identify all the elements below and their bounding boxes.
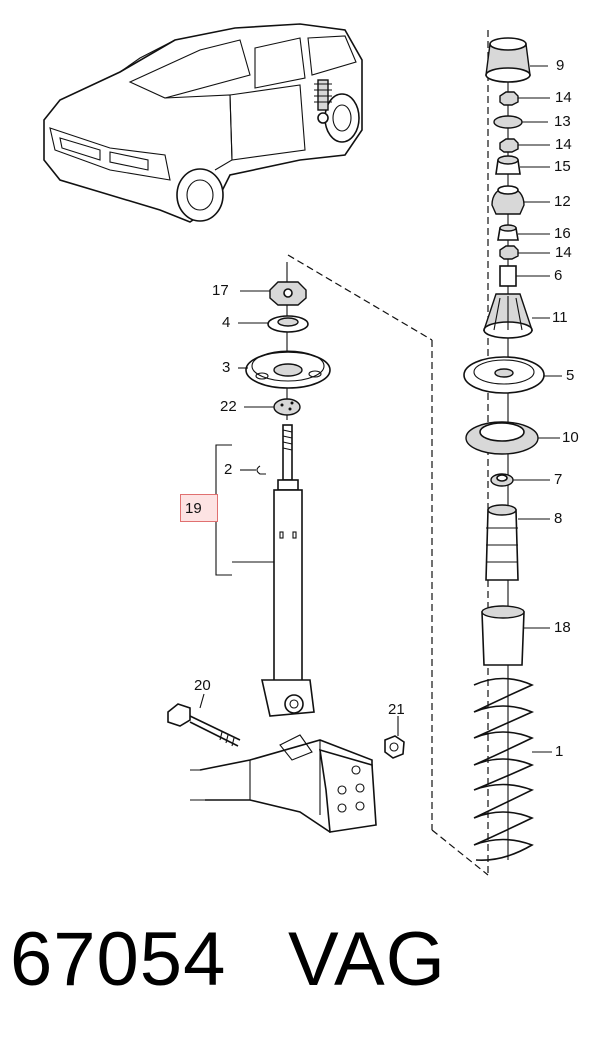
exploded-parts-diagram <box>43 23 562 876</box>
callout-8: 8 <box>554 510 563 527</box>
brand-name: VAG <box>288 917 446 1002</box>
callout-6: 6 <box>554 267 563 284</box>
callout-5: 5 <box>566 367 575 384</box>
callout-16: 16 <box>554 225 571 242</box>
callout-9: 9 <box>556 57 565 74</box>
nut-21 <box>384 716 405 759</box>
callout-11: 11 <box>552 309 568 326</box>
spring-assembly <box>463 37 545 862</box>
callout-7: 7 <box>554 471 563 488</box>
callout-14: 14 <box>555 244 572 261</box>
callout-4: 4 <box>222 314 231 331</box>
callout-22: 22 <box>220 398 237 415</box>
callout-3: 3 <box>222 359 231 376</box>
shock-absorber-assembly <box>215 262 331 717</box>
rear-axle-beam <box>190 734 377 833</box>
callout-14: 14 <box>555 136 572 153</box>
callout-15: 15 <box>554 158 571 175</box>
callout-12: 12 <box>554 193 571 210</box>
callout-19-highlighted[interactable]: 19 <box>180 494 218 522</box>
callout-17: 17 <box>212 282 229 299</box>
car-illustration <box>43 23 363 223</box>
callout-13: 13 <box>554 113 571 130</box>
bolt-20 <box>167 703 241 747</box>
callout-10: 10 <box>562 429 579 446</box>
part-number: 67054 <box>10 917 227 1002</box>
callout-18: 18 <box>554 619 571 636</box>
callout-14: 14 <box>555 89 572 106</box>
leader-lines <box>199 65 562 753</box>
callout-21: 21 <box>388 701 405 718</box>
callout-20: 20 <box>194 677 211 694</box>
callout-2: 2 <box>224 461 233 478</box>
callout-1: 1 <box>555 743 564 760</box>
